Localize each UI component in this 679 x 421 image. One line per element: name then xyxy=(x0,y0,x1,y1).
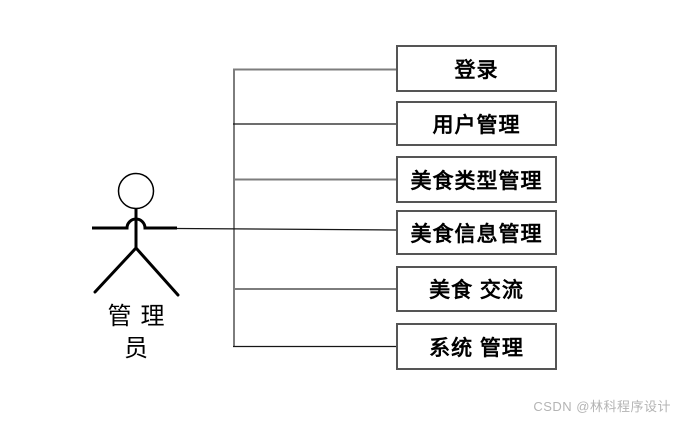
usecase-box-food-exchange: 美食 交流 xyxy=(396,266,557,312)
connector-branch-food-info-mgmt xyxy=(176,227,397,231)
usecase-label-system-mgmt: 系统 管理 xyxy=(429,336,524,360)
usecase-label-food-info-mgmt: 美食信息管理 xyxy=(410,222,543,246)
actor-label: 管理 员 xyxy=(76,302,196,365)
usecase-box-login: 登录 xyxy=(396,45,557,92)
usecase-label-user-mgmt: 用户管理 xyxy=(432,113,521,137)
usecase-label-food-exchange: 美食 交流 xyxy=(429,279,524,302)
actor-label-line1: 管理 xyxy=(107,304,174,330)
usecase-label-login: 登录 xyxy=(454,58,499,82)
actor-head xyxy=(117,172,155,210)
usecase-box-food-type-mgmt: 美食类型管理 xyxy=(396,156,557,203)
actor-legs xyxy=(93,245,180,297)
actor-arms xyxy=(92,217,177,230)
usecase-box-food-info-mgmt: 美食信息管理 xyxy=(396,210,557,255)
usecase-box-user-mgmt: 用户管理 xyxy=(396,101,557,146)
actor-label-line2: 员 xyxy=(124,335,148,362)
usecase-label-food-type-mgmt: 美食类型管理 xyxy=(410,169,543,193)
usecase-box-system-mgmt: 系统 管理 xyxy=(396,323,557,370)
watermark-text: CSDN @林科程序设计 xyxy=(533,399,671,414)
